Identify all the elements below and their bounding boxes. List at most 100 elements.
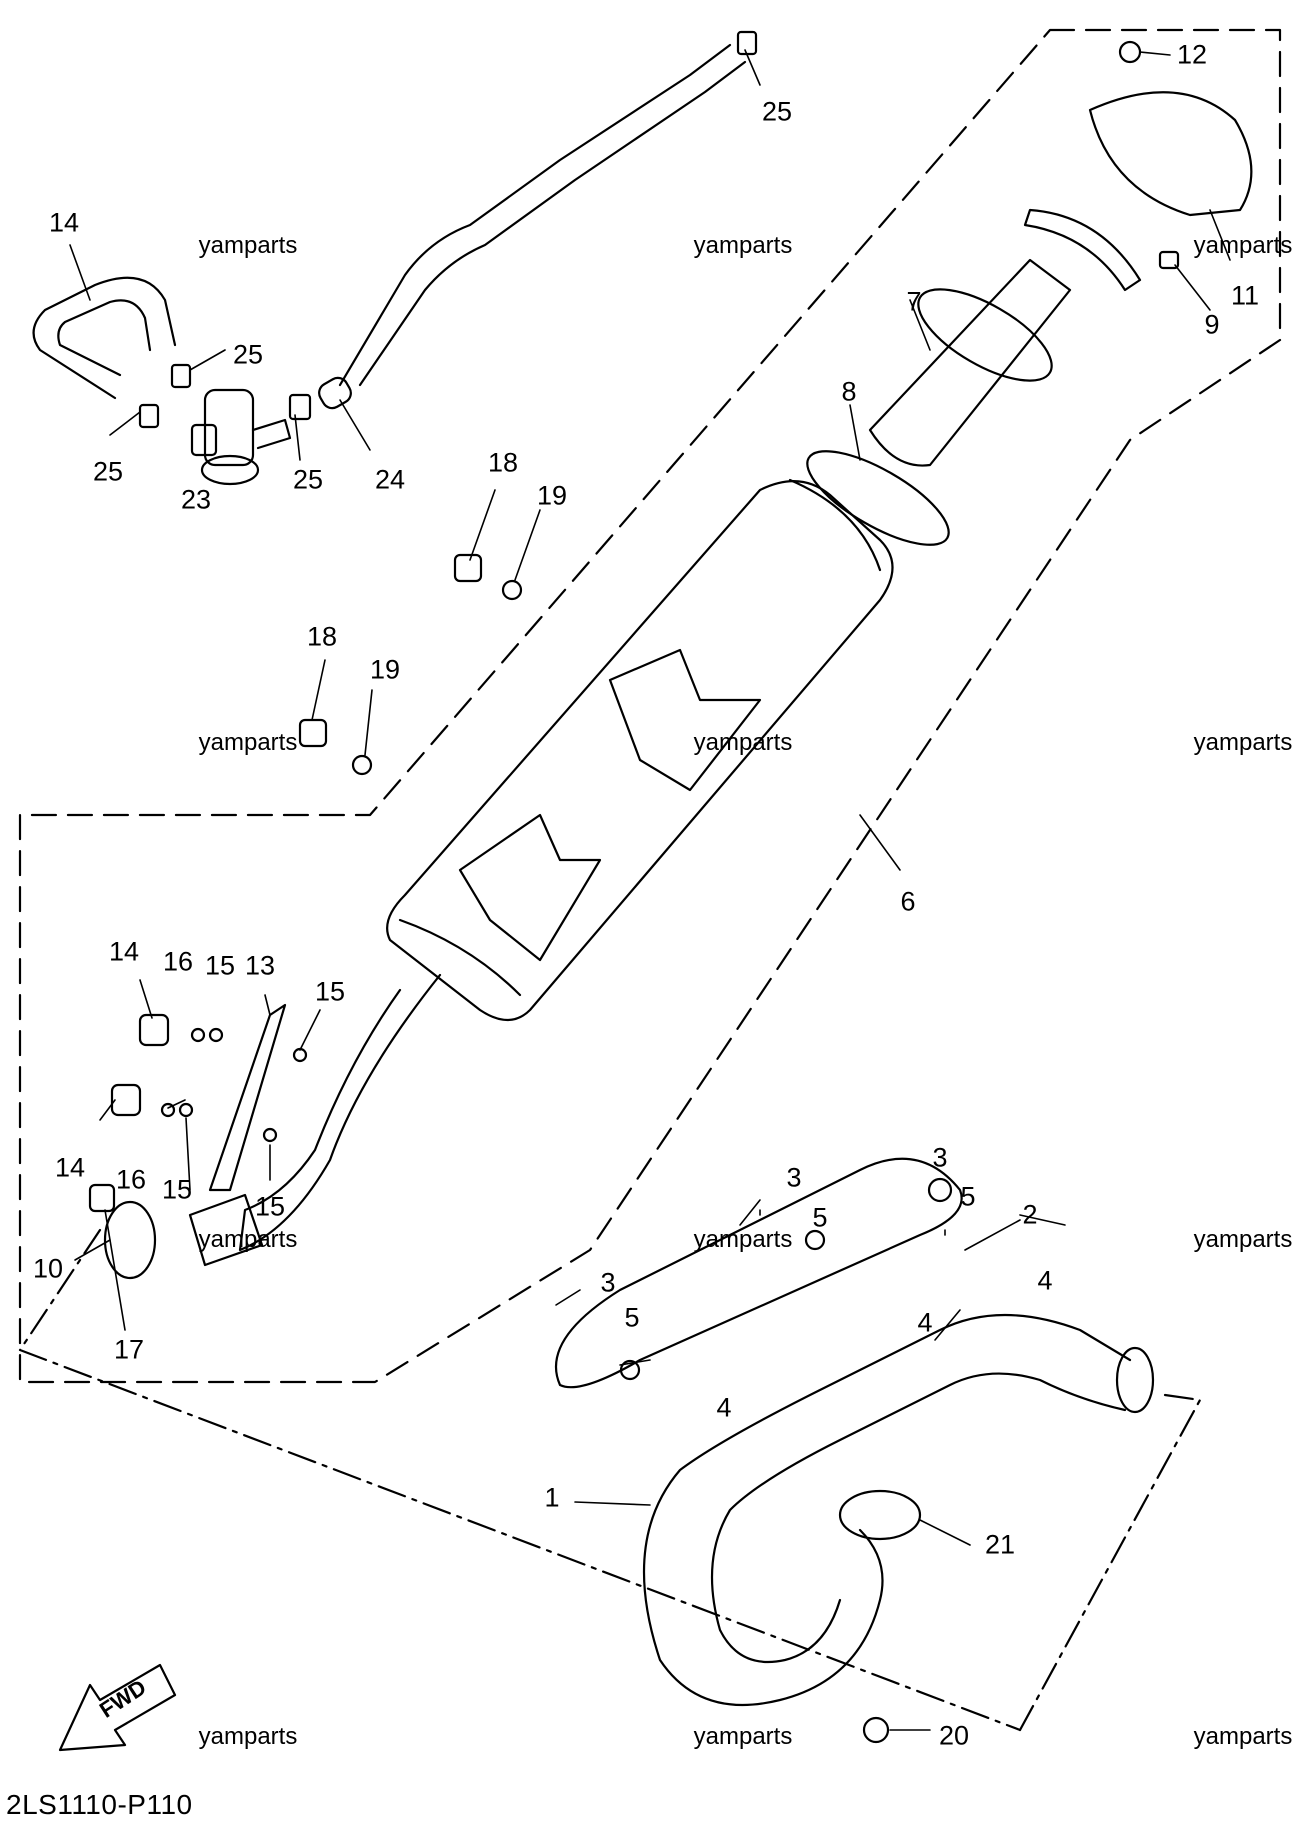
callout-25-a: 25 xyxy=(232,339,264,370)
callout-14-a: 14 xyxy=(108,936,140,967)
callout-3-a: 3 xyxy=(786,1162,802,1193)
watermark: yamparts xyxy=(198,1723,298,1750)
callout-4-a: 4 xyxy=(1037,1265,1053,1296)
tail-pipe-7 xyxy=(868,258,1072,467)
diagram-code: 2LS1110-P110 xyxy=(6,1789,193,1820)
fwd-arrow xyxy=(58,1663,177,1752)
callout-23: 23 xyxy=(180,484,212,515)
silencer-bracket-lower xyxy=(458,813,602,962)
callout-12: 12 xyxy=(1176,39,1208,70)
callout-6: 6 xyxy=(900,886,916,917)
callout-7: 7 xyxy=(906,286,922,317)
bolt-14-lower xyxy=(110,1083,142,1117)
washer-15-b xyxy=(178,1102,194,1118)
callout-9: 9 xyxy=(1204,309,1220,340)
dashed-assembly-outline xyxy=(18,28,1282,1384)
callout-20: 20 xyxy=(938,1720,970,1751)
silencer-bracket-upper xyxy=(608,648,762,792)
watermark: yamparts xyxy=(693,1723,793,1750)
washer-16-b xyxy=(160,1102,176,1118)
valve-23-body xyxy=(203,388,255,467)
callout-11: 11 xyxy=(1230,280,1260,311)
callout-10: 10 xyxy=(32,1253,64,1284)
callout-14-b: 14 xyxy=(54,1152,86,1183)
callout-1: 1 xyxy=(544,1482,560,1513)
watermark: yamparts xyxy=(198,232,298,259)
tail-pipe-7-flange xyxy=(917,288,1053,382)
callout-15-d: 15 xyxy=(254,1191,286,1222)
watermark: yamparts xyxy=(693,232,793,259)
bolt-12 xyxy=(1118,40,1142,64)
hose-22 xyxy=(32,276,177,400)
washer-16-a xyxy=(190,1027,206,1043)
callout-24: 24 xyxy=(374,464,406,495)
callout-18-b: 18 xyxy=(306,621,338,652)
bracket-13 xyxy=(208,1003,287,1192)
pipe-end xyxy=(1115,1346,1155,1414)
bolt-17 xyxy=(88,1183,116,1213)
watermark: yamparts xyxy=(693,729,793,756)
callout-8: 8 xyxy=(841,376,857,407)
dash-dot-line-right xyxy=(1018,1393,1202,1732)
watermark: yamparts xyxy=(198,1226,298,1253)
leader-lines xyxy=(69,49,1231,1731)
bolt-18-upper xyxy=(453,553,483,583)
dash-dot-line-left xyxy=(18,1228,1022,1732)
callout-5-c: 5 xyxy=(624,1302,640,1333)
callout-15-b: 15 xyxy=(314,976,346,1007)
washer-19-lower xyxy=(351,754,373,776)
silencer-band-front xyxy=(398,918,522,997)
callout-19-b: 19 xyxy=(369,654,401,685)
callout-17: 17 xyxy=(113,1334,145,1365)
watermark: yamparts xyxy=(1193,1723,1293,1750)
gasket-21 xyxy=(838,1489,922,1541)
bolt-14-upper xyxy=(138,1013,170,1047)
callout-3-b: 3 xyxy=(932,1142,948,1173)
watermark: yamparts xyxy=(1193,232,1293,259)
nut-20 xyxy=(862,1716,890,1744)
hose-joint xyxy=(318,376,352,410)
hose-24-b xyxy=(358,60,747,387)
grommet-a xyxy=(927,1177,953,1203)
watermark: yamparts xyxy=(693,1226,793,1253)
watermark: yamparts xyxy=(1193,1226,1293,1253)
clamp-25-a xyxy=(170,363,192,389)
bolt-18-lower xyxy=(298,718,328,748)
silencer-body xyxy=(386,480,894,1022)
valve-23-nozzle xyxy=(251,418,292,450)
grommet-b xyxy=(804,1229,826,1251)
gasket-8 xyxy=(806,450,950,546)
callout-25-c: 25 xyxy=(292,464,324,495)
valve-23-port xyxy=(190,423,218,457)
clamp-25-c xyxy=(288,393,312,421)
callout-5-a: 5 xyxy=(812,1202,828,1233)
exhaust-pipe-1 xyxy=(642,1313,1132,1707)
callout-21: 21 xyxy=(984,1529,1016,1560)
valve-23-base xyxy=(200,454,260,486)
callout-4-c: 4 xyxy=(716,1392,732,1423)
callout-3-c: 3 xyxy=(600,1267,616,1298)
exhaust-pipe-1-inner xyxy=(710,1372,1127,1664)
joint-ring xyxy=(188,1193,264,1267)
washer-19-upper xyxy=(501,579,523,601)
callout-4-b: 4 xyxy=(917,1307,933,1338)
callout-22: 14 xyxy=(48,207,80,238)
callout-15-c: 15 xyxy=(161,1174,193,1205)
hose-22-inner xyxy=(57,299,152,377)
watermark: yamparts xyxy=(1193,729,1293,756)
washer-15-d xyxy=(262,1127,278,1143)
hose-24 xyxy=(338,43,732,387)
callout-16-a: 16 xyxy=(162,946,194,977)
bolt-9 xyxy=(1158,250,1180,270)
callout-2: 2 xyxy=(1022,1199,1038,1230)
callout-18-a: 18 xyxy=(487,447,519,478)
callout-25-b: 25 xyxy=(92,456,124,487)
callout-15-a: 15 xyxy=(204,950,236,981)
callout-16-b: 16 xyxy=(115,1164,147,1195)
clamp-25-b xyxy=(138,403,160,429)
collar-10 xyxy=(103,1200,157,1280)
muffler-inlet-pipe xyxy=(238,973,442,1252)
clamp-25-d xyxy=(736,30,758,56)
